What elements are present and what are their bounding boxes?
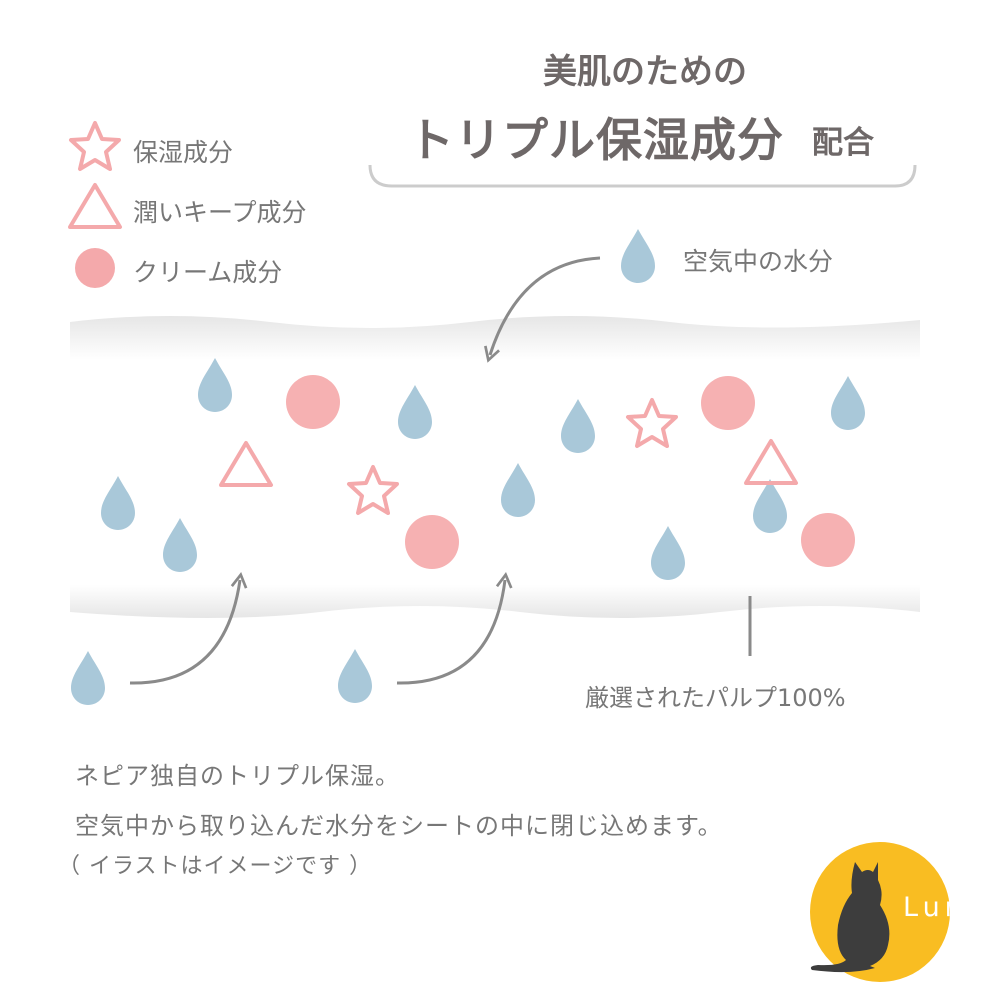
moisture-star-icon (626, 398, 678, 448)
water-drop-icon (831, 376, 865, 430)
water-drop-icon (163, 518, 197, 572)
water-drop-icon (398, 385, 432, 439)
title-suffix: 配合 (812, 125, 874, 161)
keep-triangle-icon (219, 441, 273, 487)
moisture-star-icon (347, 465, 399, 515)
air-moisture-label: 空気中の水分 (683, 247, 834, 276)
arrow-left-in (129, 571, 248, 685)
cat-silhouette-icon (810, 862, 890, 973)
water-drop-icon (753, 479, 787, 533)
description-line1: ネピア独自のトリプル保湿。 (75, 762, 400, 790)
cream-circle-icon (801, 513, 855, 567)
title-line1: 美肌のための (543, 52, 747, 92)
title-main: トリプル保湿成分 (408, 113, 784, 167)
arrow-air-in (484, 256, 601, 363)
cream-circle-icon (286, 375, 340, 429)
cream-circle-icon (405, 515, 459, 569)
legend-label-keep: 潤いキープ成分 (133, 198, 307, 227)
water-drop-icon (651, 526, 685, 580)
legend-label-moisture: 保湿成分 (133, 138, 234, 167)
water-drop-icon (198, 358, 232, 412)
logo-text: Luna (903, 892, 989, 923)
air-drop-icon (621, 229, 655, 283)
title-box-underline (368, 164, 917, 188)
keep-triangle-icon (744, 439, 798, 485)
disclaimer: （ イラストはイメージです ） (58, 854, 373, 879)
arrow-mid-in (396, 571, 513, 685)
water-drop-icon (338, 649, 372, 703)
legend-circle-icon (75, 248, 115, 288)
legend-star-icon (69, 121, 121, 171)
water-drop-icon (101, 476, 135, 530)
pulp-label: 厳選されたパルプ100% (585, 684, 846, 712)
water-drop-icon (561, 399, 595, 453)
water-drop-icon (71, 651, 105, 705)
legend-triangle-icon (68, 183, 122, 229)
pulp-sheet (70, 316, 920, 618)
luna-logo (810, 842, 950, 982)
description-line2: 空気中から取り込んだ水分をシートの中に閉じ込めます。 (75, 812, 723, 840)
cream-circle-icon (701, 376, 755, 430)
water-drop-icon (501, 463, 535, 517)
legend-label-cream: クリーム成分 (133, 258, 283, 287)
